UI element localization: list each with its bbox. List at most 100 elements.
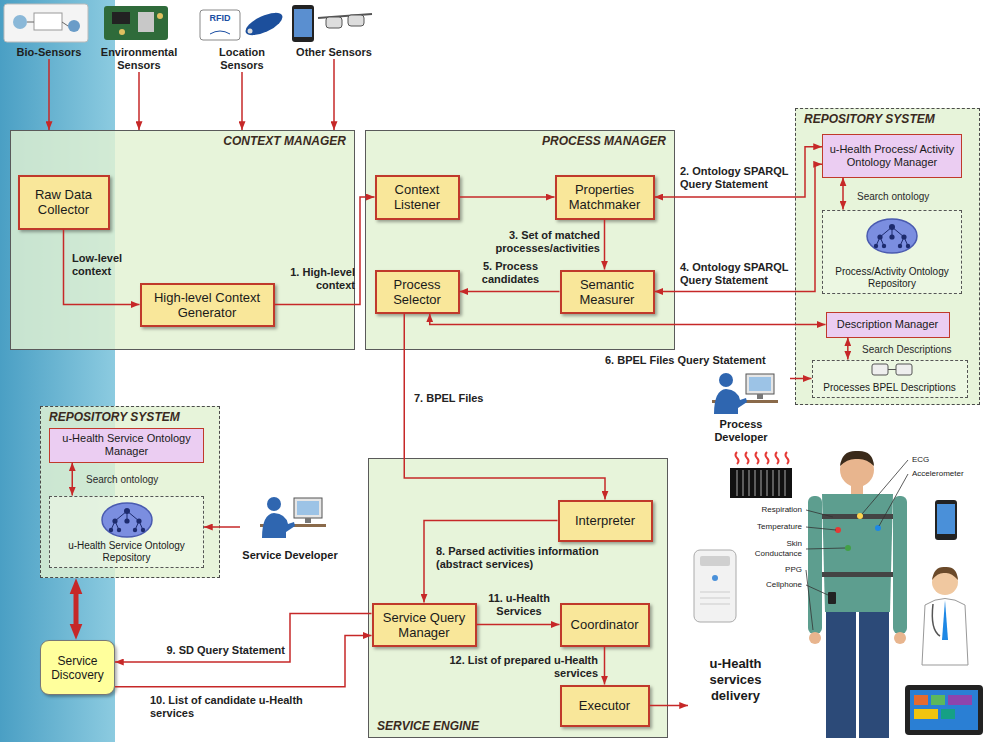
- doctor-figure: [922, 567, 968, 665]
- figure-label: PPG: [740, 565, 802, 575]
- process-box: High-level Context Generator: [140, 283, 275, 327]
- manager-box: Description Manager: [826, 312, 950, 338]
- connector-arrow: [74, 591, 79, 627]
- figure-label-holder: PPG: [740, 565, 802, 575]
- bpel-icon: [872, 364, 888, 375]
- connector-arrow: [138, 72, 140, 130]
- connector-label-holder: 3. Set of matched processes/activities: [468, 226, 600, 258]
- figure-label: RFID: [202, 13, 238, 24]
- connector-label-holder: 10. List of candidate u-Health services: [150, 694, 345, 726]
- doctor-figure: [932, 604, 940, 636]
- panel-heading: PROCESS MANAGER: [374, 134, 666, 149]
- tablet-picture: [941, 709, 955, 719]
- connector-label-holder: 5. Process candidates: [463, 252, 558, 286]
- sensor-label: Bio-Sensors: [6, 46, 92, 59]
- node-text: Process/Activity Ontology Repository: [826, 266, 958, 290]
- figure-label: Skin Conductance: [740, 539, 802, 559]
- figure-label-holder: RFID: [202, 13, 238, 24]
- connector-label: 7. BPEL Files: [414, 392, 534, 405]
- environmental-sensor-picture: [157, 13, 163, 19]
- patient-figure: [875, 525, 881, 531]
- process-box: Raw Data Collector: [18, 175, 110, 230]
- connector-arrow: [404, 314, 605, 500]
- patient-figure: [840, 451, 874, 466]
- node-text: Process Developer: [692, 418, 790, 444]
- process-box: Process Selector: [375, 270, 460, 314]
- connector-label: 4. Ontology SPARQL Query Statement: [680, 261, 792, 287]
- bpel-icon: [888, 369, 896, 370]
- module-panel: CONTEXT MANAGERRaw Data CollectorHigh-le…: [10, 130, 355, 350]
- node-text: u-Health Service Ontology Manager: [54, 432, 199, 458]
- air-purifier-picture: [700, 556, 730, 566]
- heater-picture: [736, 452, 789, 464]
- air-purifier-picture: [694, 550, 736, 622]
- connector-arrow: [650, 705, 689, 707]
- developer-icon: [260, 497, 326, 538]
- connector-label-holder: 4. Ontology SPARQL Query Statement: [680, 243, 792, 287]
- manager-box: u-Health Process/ Activity Ontology Mana…: [822, 134, 962, 178]
- phone-picture: [935, 500, 957, 540]
- patient-figure: [806, 460, 908, 630]
- figure-label: Respiration: [740, 505, 802, 515]
- connector-label: Search ontology: [86, 474, 196, 485]
- heater-picture: [730, 452, 792, 498]
- tablet-picture: [905, 685, 983, 735]
- other-sensor-picture: [292, 5, 314, 42]
- connector-arrow: [115, 614, 372, 663]
- node-text: u-Health Process/ Activity Ontology Mana…: [827, 143, 957, 169]
- connector-arrow: [604, 220, 606, 270]
- rfid-picture: [242, 8, 285, 39]
- node-text: Properties Matchmaker: [562, 182, 648, 212]
- node-text: Service Discovery: [44, 654, 111, 682]
- connector-arrow: [655, 147, 823, 197]
- patient-figure: [809, 632, 821, 644]
- process-box: Context Listener: [375, 175, 460, 220]
- panel-heading: REPOSITORY SYSTEM: [804, 112, 971, 127]
- heater-picture: [737, 470, 785, 496]
- patient-figure: [822, 572, 893, 577]
- tablet-picture: [948, 695, 972, 705]
- rfid-picture: [210, 31, 230, 34]
- connector-label-holder: Search ontology: [86, 465, 196, 493]
- connector-arrow: [48, 59, 50, 130]
- connector-arrow: [430, 314, 826, 325]
- connector-group: [49, 59, 848, 706]
- connector-label-holder: 8. Parsed activities information (abstra…: [436, 545, 646, 575]
- doctor-figure: [932, 567, 958, 580]
- bpel-icon: [896, 364, 912, 375]
- node-text: Raw Data Collector: [25, 187, 103, 217]
- node-text: u-Health services delivery: [688, 656, 783, 704]
- process-box: Interpreter: [558, 500, 653, 542]
- bio-sensor-picture: [34, 13, 62, 30]
- patient-figure: [845, 545, 851, 551]
- process-box: Executor: [560, 685, 650, 727]
- figure-label-holder: Accelerometer: [912, 469, 984, 479]
- connector-label: 8. Parsed activities information (abstra…: [436, 545, 646, 571]
- connector-arrow: [655, 164, 823, 291]
- connector-label-holder: Low-level context: [72, 246, 138, 278]
- connector-arrow: [115, 636, 372, 687]
- repository-panel: REPOSITORY SYSTEMu-Health Service Ontolo…: [40, 406, 220, 578]
- figure-label-holder: ECG: [912, 455, 952, 465]
- connector-label-holder: 2. Ontology SPARQL Query Statement: [680, 147, 792, 191]
- connector-label-holder: 7. BPEL Files: [414, 392, 534, 407]
- connector-label-holder: 1. High-level context: [279, 262, 355, 292]
- developer-icon: [712, 373, 778, 414]
- discovery-box: Service Discovery: [40, 640, 115, 695]
- environmental-sensor-picture: [138, 12, 154, 32]
- other-sensor-picture: [348, 15, 364, 26]
- heater-picture: [730, 468, 792, 498]
- connector-arrow: [477, 624, 560, 626]
- connector-label-holder: 6. BPEL Files Query Statement: [605, 354, 793, 369]
- figure-label-holder: Respiration: [740, 505, 802, 515]
- environmental-sensor-picture: [119, 29, 125, 35]
- air-purifier-picture: [700, 592, 730, 604]
- node-text: Service Developer: [242, 549, 337, 562]
- bpel-icon: [872, 364, 912, 375]
- connector-arrow: [790, 378, 812, 380]
- connector-label: Low-level context: [72, 252, 138, 278]
- connector-label: 11. u-Health Services: [480, 592, 558, 618]
- connector-label: 3. Set of matched processes/activities: [468, 229, 600, 255]
- environmental-sensor-picture: [104, 6, 168, 40]
